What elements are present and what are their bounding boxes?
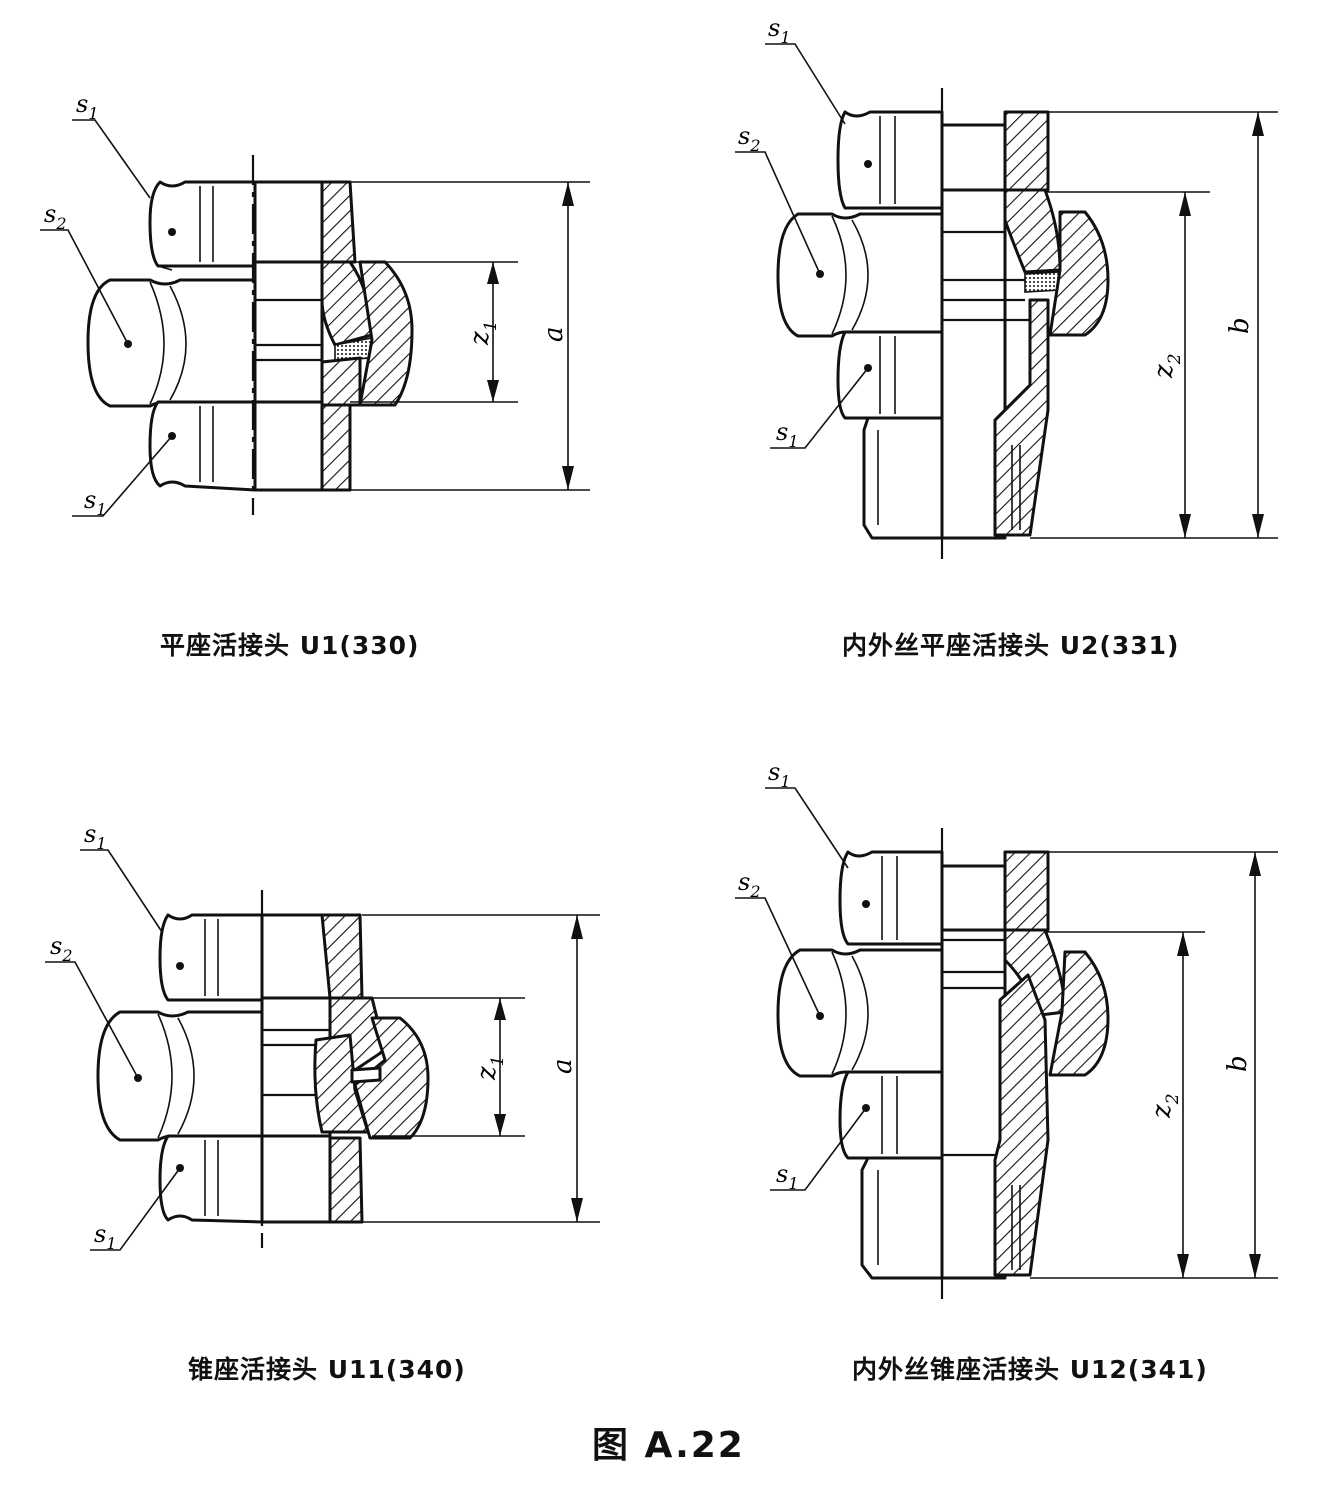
hex-nut-bottom [836,330,944,420]
caption-u12: 内外丝锥座活接头 U12(341) [852,1355,1208,1384]
fitting-u12-drawing [735,787,1278,1302]
label-s2: s2 [50,932,73,965]
leader-lines [40,119,173,517]
male-thread-spigot [862,416,944,540]
fitting-u1-drawing [40,119,590,517]
dimension-labels: z1 a z2 b z1 a z2 b [465,317,1255,1119]
dim-label-z2: z2 [1147,1093,1183,1119]
label-s1: s1 [84,820,107,853]
label-s1: s1 [94,1220,117,1253]
leader-lines [45,849,181,1251]
figure-title: 图 A.22 [592,1425,745,1466]
hex-nut-middle [86,278,257,408]
hex-nut-middle [96,1010,264,1142]
hex-nut-middle [776,212,944,338]
fitting-u2-drawing [735,43,1278,562]
male-thread-spigot [860,1156,944,1280]
hex-nut-top [838,850,944,946]
dimension-lines [330,181,590,491]
leader-lines [735,43,869,449]
dimension-lines [362,914,600,1223]
label-s1: s1 [776,1160,799,1193]
dim-label-z1: z1 [472,1055,508,1081]
dim-label-b: b [1223,1055,1253,1072]
label-s2: s2 [738,868,761,901]
caption-u2: 内外丝平座活接头 U2(331) [842,631,1180,660]
label-s2: s2 [44,200,67,233]
hex-nut-bottom [148,400,257,492]
label-s2: s2 [738,122,761,155]
dim-label-a: a [548,1058,578,1074]
dimension-lines [1030,851,1278,1279]
label-s1: s1 [84,486,107,519]
hex-nut-bottom [838,1070,944,1160]
half-section [940,850,1110,1280]
label-s1: s1 [768,758,791,791]
caption-u11: 锥座活接头 U11(340) [188,1355,466,1384]
half-section [260,913,430,1224]
hex-nut-bottom [158,1134,264,1224]
part-labels: s1 s2 s1 s1 s2 s1 s1 s2 s1 s1 s2 s1 [44,14,799,1253]
hex-nut-top [158,913,264,1002]
half-section [253,180,414,492]
half-section [940,110,1110,540]
label-s1: s1 [76,90,99,123]
hex-nut-middle [776,948,944,1078]
hex-nut-top [836,110,944,210]
dim-label-z2: z2 [1149,353,1185,379]
label-s1: s1 [776,418,799,451]
hex-nut-top [148,180,257,271]
dimension-lines [1030,111,1278,539]
label-s1: s1 [768,14,791,47]
fitting-u11-drawing [45,849,600,1251]
leader-lines [735,787,867,1191]
dim-label-a: a [539,326,569,342]
dim-label-b: b [1225,317,1255,334]
dim-label-z1: z1 [465,320,501,346]
caption-u1: 平座活接头 U1(330) [160,631,420,660]
